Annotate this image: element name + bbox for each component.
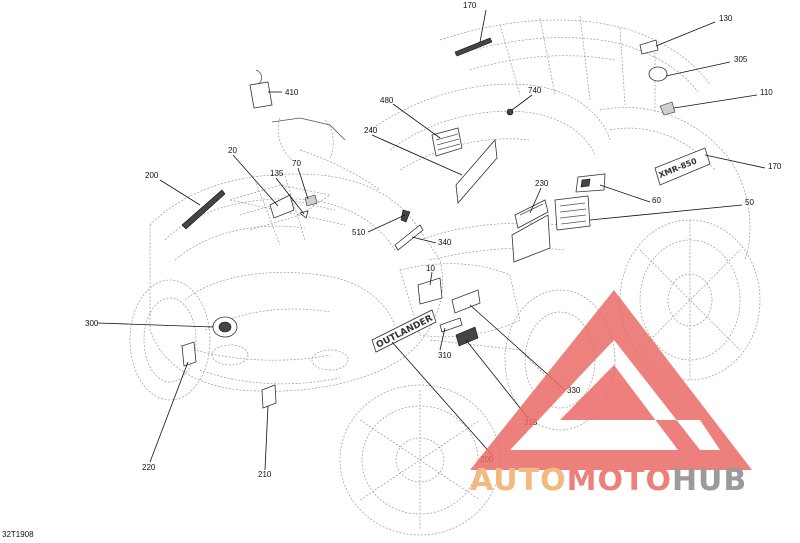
decal-200-front xyxy=(181,189,226,230)
callout-310: 310 xyxy=(438,351,452,360)
watermark-text-auto: AUTO xyxy=(470,463,567,498)
callout-240: 240 xyxy=(364,126,378,135)
decal-340 xyxy=(394,224,424,251)
decal-230 xyxy=(514,199,549,229)
decal-200-outlander-text: OUTLANDER xyxy=(375,314,435,351)
decal-410 xyxy=(249,81,273,109)
decal-310 xyxy=(439,317,463,333)
decal-170-top xyxy=(454,37,493,57)
decal-10b xyxy=(451,289,481,314)
decal-200-outlander xyxy=(371,309,437,353)
callout-230: 230 xyxy=(535,179,549,188)
leader-lines xyxy=(97,9,766,471)
decal-135 xyxy=(299,210,309,219)
callout-10: 10 xyxy=(426,264,435,273)
decal-240 xyxy=(455,139,498,204)
callout-200-front: 200 xyxy=(145,171,159,180)
callout-300: 300 xyxy=(85,319,99,328)
watermark-triangle-logo xyxy=(470,290,752,470)
decal-315 xyxy=(455,326,479,347)
decal-305 xyxy=(648,66,668,82)
callout-130: 130 xyxy=(719,14,733,23)
callout-labels: 170 130 305 110 170 740 480 410 240 20 7… xyxy=(85,1,782,479)
callout-210: 210 xyxy=(258,470,272,479)
watermark-text-moto: MOTO xyxy=(567,463,672,498)
decal-50 xyxy=(554,195,591,231)
decal-130 xyxy=(639,39,659,55)
callout-410: 410 xyxy=(285,88,299,97)
svg-text:AUTOMOTOHUB: AUTOMOTOHUB xyxy=(470,463,747,498)
watermark-text-hub: HUB xyxy=(672,463,747,498)
callout-50: 50 xyxy=(745,198,754,207)
callout-20: 20 xyxy=(228,146,237,155)
diagram-code: 32T1908 xyxy=(2,530,34,539)
callout-480: 480 xyxy=(380,96,394,105)
decal-70 xyxy=(304,194,318,207)
decal-210 xyxy=(261,384,277,409)
callout-330: 330 xyxy=(567,386,581,395)
callout-170: 170 xyxy=(463,1,477,10)
atv-outline-drawing xyxy=(129,15,761,536)
callout-170-logo: 170 xyxy=(768,162,782,171)
decal-60 xyxy=(575,173,606,193)
callout-110: 110 xyxy=(760,88,773,97)
decal-10 xyxy=(417,277,443,305)
decal-740 xyxy=(506,108,514,116)
callout-135: 135 xyxy=(270,169,284,178)
decal-230-panel xyxy=(511,214,551,263)
callout-740: 740 xyxy=(528,86,542,95)
callout-220: 220 xyxy=(142,463,156,472)
callout-305: 305 xyxy=(734,55,748,64)
decal-110 xyxy=(659,101,676,116)
callout-70: 70 xyxy=(292,159,301,168)
decal-170-logo xyxy=(654,147,711,186)
callout-510: 510 xyxy=(352,228,366,237)
decal-20 xyxy=(269,194,295,219)
callout-340: 340 xyxy=(438,238,452,247)
automotohub-watermark: AUTOMOTOHUB xyxy=(470,290,752,498)
decal-220 xyxy=(181,341,197,367)
callout-60: 60 xyxy=(652,196,661,205)
